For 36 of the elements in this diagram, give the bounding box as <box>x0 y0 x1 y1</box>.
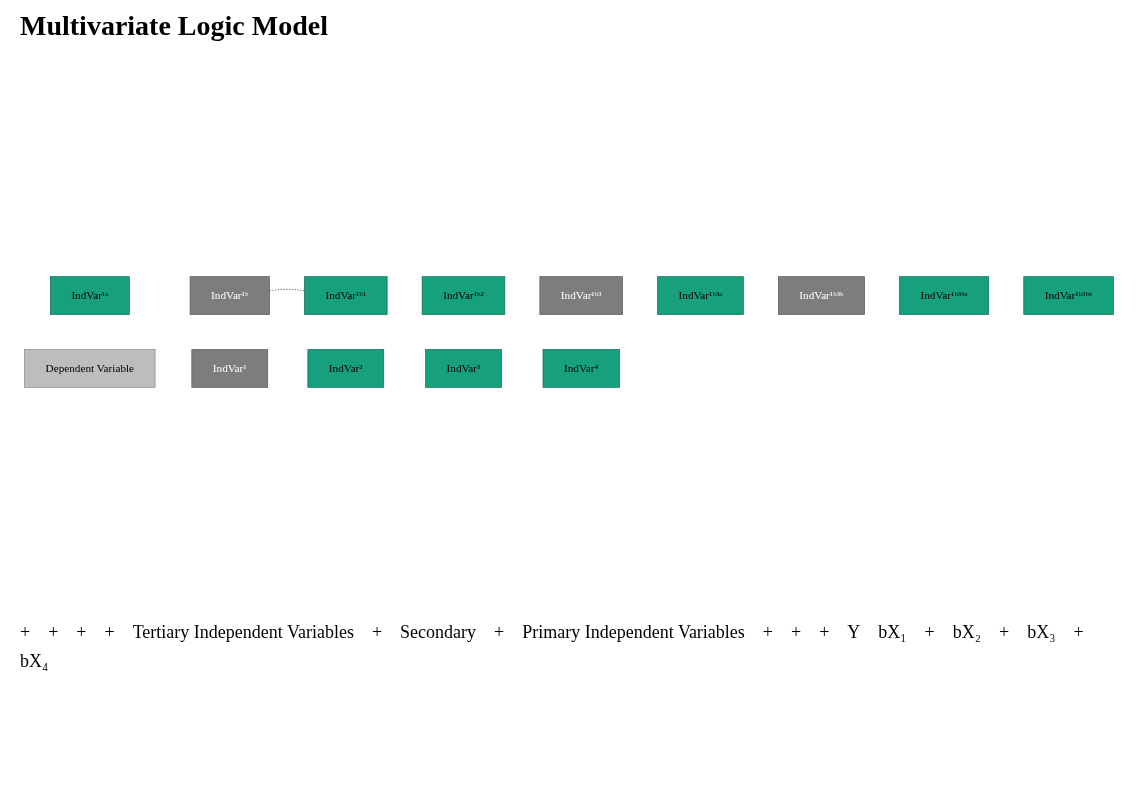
label-text: + <box>494 622 505 643</box>
label-text: Tertiary Independent Variables <box>132 622 354 643</box>
label-text: Y <box>847 622 861 643</box>
node-box: IndVar¹ᵇ² <box>421 276 506 315</box>
node-box: IndVar¹ᵇ <box>189 276 270 315</box>
node-box: IndVar¹ᵇ³ᵇ <box>778 276 865 315</box>
label-text: + <box>1073 622 1084 643</box>
label-text: + <box>999 622 1010 643</box>
label-text: bX₃ <box>1027 622 1056 643</box>
node-box: IndVar¹ᵇ³ᵇᵇ <box>1023 276 1114 315</box>
label-text: bX₄ <box>20 651 49 672</box>
label-text: + <box>791 622 802 643</box>
node-box: IndVar¹ᵇ³ᵃ <box>657 276 744 315</box>
label-text: + <box>371 622 383 643</box>
node-box: IndVar² <box>307 349 385 388</box>
label-text: bX₂ <box>952 622 982 643</box>
label-text: + <box>20 622 31 643</box>
label-text: + <box>48 622 59 643</box>
label-text: Primary Independent Variables <box>522 622 745 643</box>
node-box: Dependent Variable <box>24 349 156 388</box>
node-box: IndVar¹ᵇ³ᵇᵃ <box>899 276 990 315</box>
connector <box>269 288 305 292</box>
label-text: + <box>924 622 935 643</box>
label-text: + <box>819 622 830 643</box>
node-box: IndVar¹ᵃ <box>50 276 130 315</box>
node-box: IndVar⁴ <box>542 349 620 388</box>
node-box: IndVar¹ <box>191 349 269 388</box>
node-box: IndVar³ <box>425 349 502 388</box>
node-box: IndVar¹ᵇ³ <box>539 276 623 315</box>
label-text: bX₁ <box>878 622 907 643</box>
title: Multivariate Logic Model <box>20 10 329 42</box>
label-text: + <box>76 622 87 643</box>
label-text: + <box>104 622 115 643</box>
label-text: Secondary <box>400 622 477 643</box>
node-box: IndVar¹ᵇ¹ <box>304 276 388 315</box>
label-text: + <box>762 622 773 643</box>
